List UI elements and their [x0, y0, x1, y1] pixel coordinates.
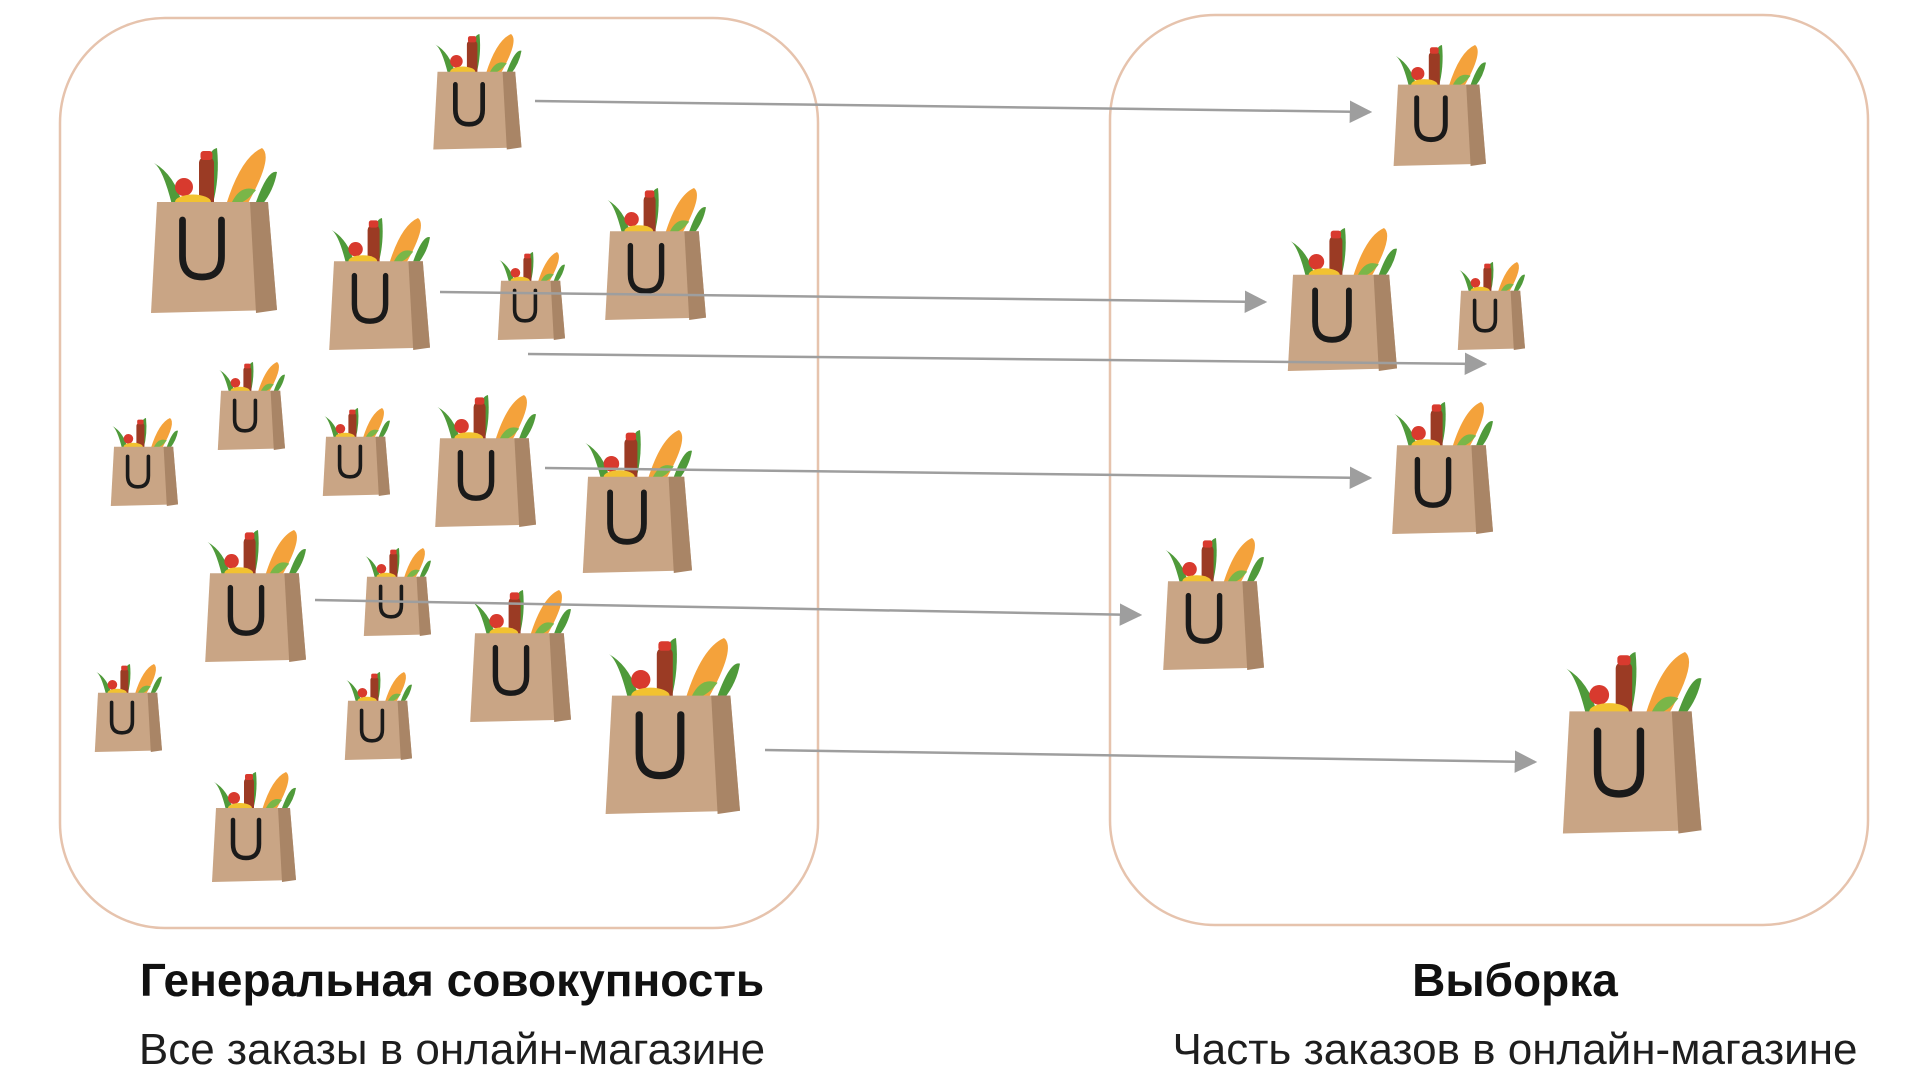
grocery-bag-icon — [433, 34, 521, 150]
grocery-bag-icon — [1394, 45, 1486, 166]
grocery-bag-icon — [583, 430, 692, 573]
grocery-bag-icon — [1563, 652, 1702, 834]
selection-arrow — [534, 99, 1373, 123]
grocery-bag-icon — [320, 406, 392, 498]
grocery-bag-icon — [342, 670, 414, 762]
grocery-bag-icon — [1456, 260, 1527, 352]
selection-arrow — [527, 352, 1488, 376]
sample-title: Выборка — [1412, 954, 1618, 1006]
population-bags — [93, 34, 740, 882]
population-frame — [58, 16, 820, 930]
grocery-bag-icon — [205, 530, 306, 662]
grocery-bag-icon — [495, 250, 567, 342]
grocery-bag-icon — [329, 218, 430, 350]
grocery-bag-icon — [435, 395, 536, 527]
grocery-bag-icon — [216, 360, 287, 452]
population-title: Генеральная совокупность — [139, 954, 765, 1006]
grocery-bag-icon — [470, 590, 571, 722]
selection-arrow — [314, 598, 1143, 626]
grocery-bag-icon — [606, 638, 740, 814]
selection-arrow — [544, 466, 1373, 490]
grocery-bag-icon — [1288, 228, 1397, 371]
selection-arrow — [764, 748, 1538, 773]
selection-arrows — [314, 99, 1538, 773]
population-subtitle: Все заказы в онлайн-магазине — [138, 1025, 766, 1074]
grocery-bag-icon — [605, 188, 706, 320]
grocery-bag-icon — [212, 772, 296, 882]
grocery-bag-icon — [1392, 402, 1493, 534]
sample-subtitle: Часть заказов в онлайн-магазине — [1172, 1025, 1858, 1074]
grocery-bag-icon — [109, 416, 180, 508]
sample-bags — [1163, 45, 1701, 834]
grocery-bag-icon — [1163, 538, 1264, 670]
grocery-bag-icon — [151, 148, 277, 313]
sample-caption: Выборка Часть заказов в онлайн-магазине — [1095, 952, 1920, 1078]
grocery-bag-icon — [93, 662, 164, 754]
sample-frame — [1108, 13, 1870, 927]
selection-arrow — [439, 290, 1268, 314]
grocery-bag-icon — [361, 546, 433, 638]
population-caption: Генеральная совокупность Все заказы в он… — [32, 952, 872, 1078]
